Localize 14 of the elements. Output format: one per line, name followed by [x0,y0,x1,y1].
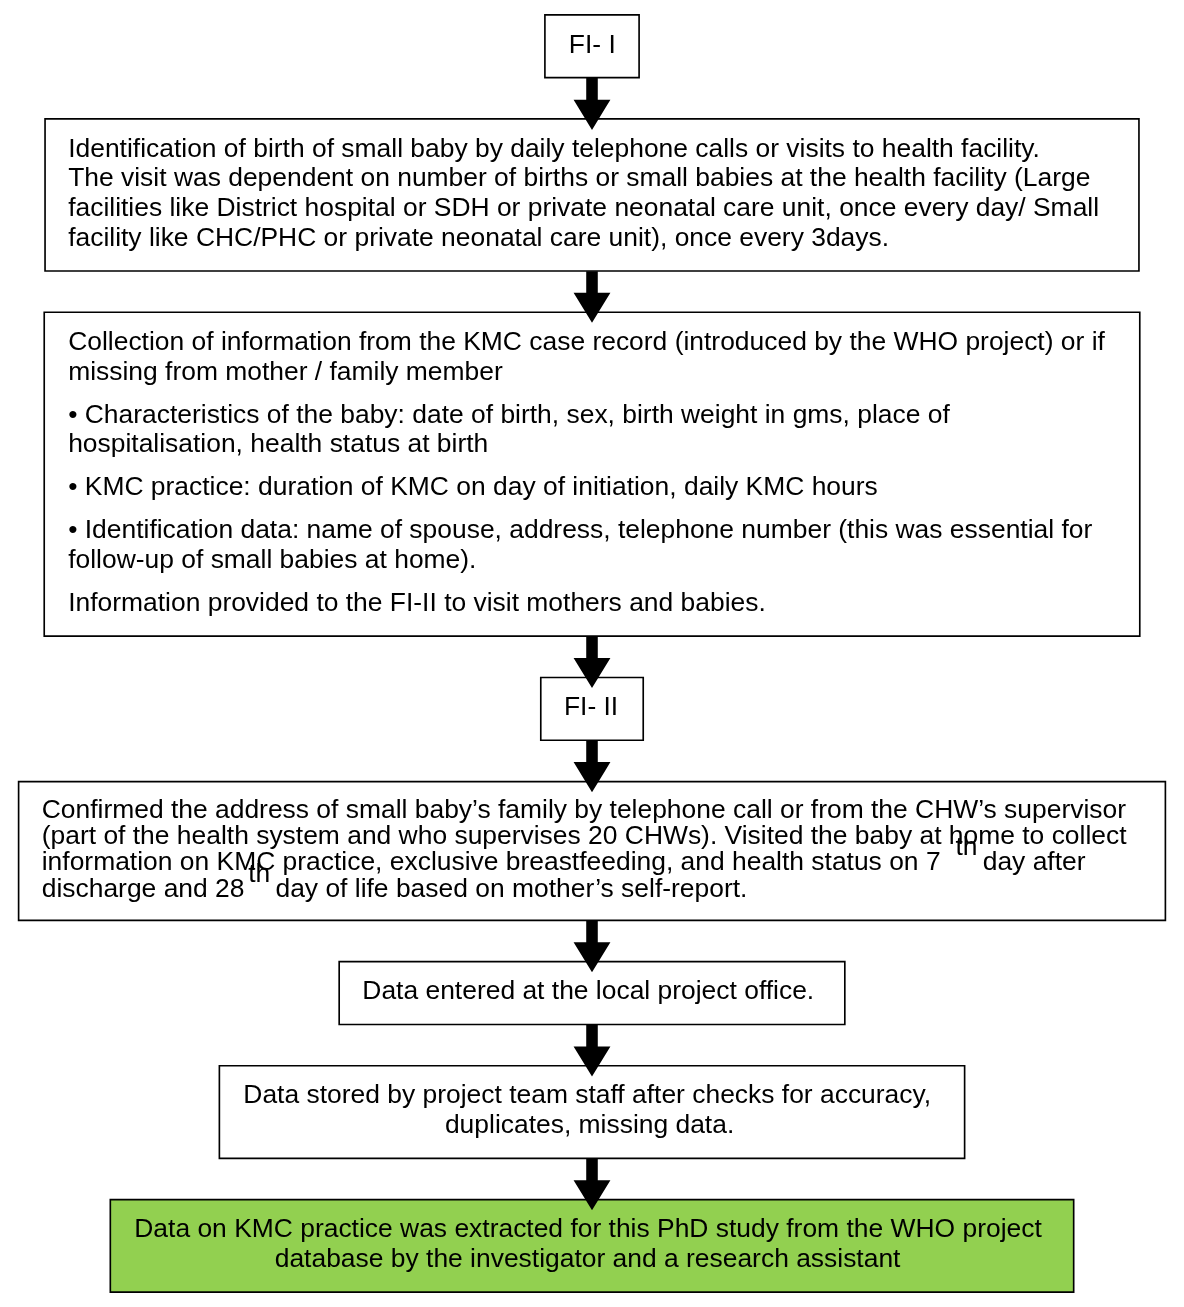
arrow [573,271,611,323]
node-box: FI- II [539,676,645,742]
arrow [573,78,611,130]
node-box: Identification of birth of small baby by daily telephone calls or visits to health facility. The visit was dependent on number of births or small babies at the health facility (Large facilities like District hospital or SDH or private neonatal care unit, once every day/ Small facility like CHC/PHC or private neonatal care unit), once every 3days. [44,118,1140,272]
node-box: Collection of information from the KMC case record (introduced by the WHO project) or if missing from mother / family member • Characteristics of the baby: date of birth, sex, birth weight in gms, place of hospitalisation, health status at birth • KMC practice: duration of KMC on day of initiation, daily KMC hours • Identification data: name of spouse, address, telephone number (this was essential for follow-up of small babies at home). Information provided to the FI-II to visit mothers and babies. [43,311,1141,637]
node-box: Data entered at the local project office. [338,960,846,1026]
arrow [573,1024,611,1077]
arrow [573,636,611,689]
node-box: FI- I [544,14,640,79]
arrow [573,740,611,793]
node-box: Data stored by project team staff after checks for accuracy, duplicates, missing data. [218,1064,966,1160]
node-box: Data on KMC practice was extracted for this PhD study from the WHO project database by the investigator and a research assistant [109,1198,1075,1293]
arrow [573,920,611,973]
arrow [573,1158,611,1211]
